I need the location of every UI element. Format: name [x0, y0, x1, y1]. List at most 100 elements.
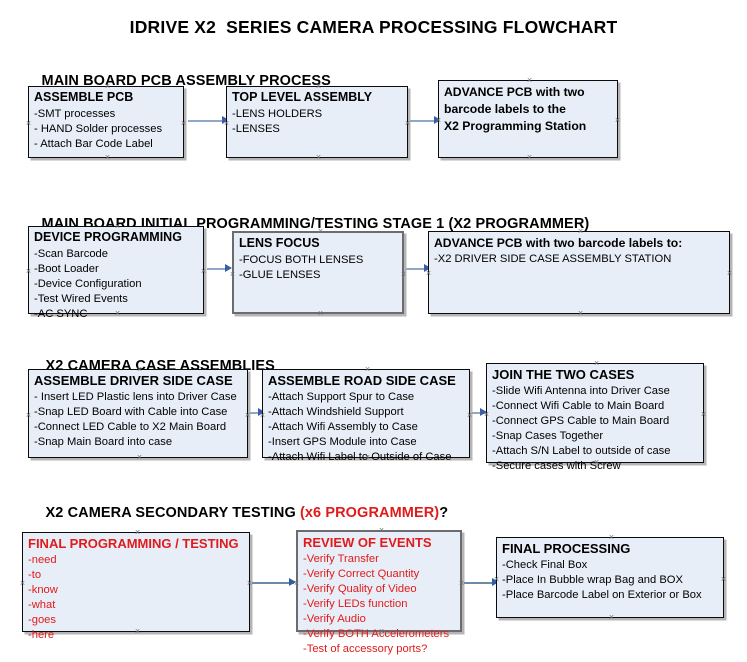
anchor-handle-top [364, 366, 371, 373]
box-title: REVIEW OF EVENTS [303, 535, 432, 550]
anchor-handle-bottom [136, 454, 143, 461]
connector-arrow [472, 412, 487, 414]
box-join-the-two-cases[interactable]: JOIN THE TWO CASES -Slide Wifi Antenna i… [486, 360, 707, 472]
anchor-handle-bottom [317, 310, 324, 317]
box-line: -Verify LEDs function [303, 597, 408, 610]
box-line: -Secure cases with Screw [492, 459, 621, 472]
arrowhead-icon [434, 116, 441, 124]
anchor-handle-top [526, 77, 533, 84]
box-assemble-road-side-case[interactable]: ASSEMBLE ROAD SIDE CASE -Attach Support … [262, 366, 470, 463]
box-top-level-assembly[interactable]: TOP LEVEL ASSEMBLY -LENS HOLDERS -LENSES [226, 86, 408, 158]
box-advance-pcb-driver-side-station[interactable]: ADVANCE PCB with two barcode labels to: … [428, 231, 730, 314]
section-heading-4-suffix: ? [439, 505, 449, 521]
box-title: FINAL PROGRAMMING / TESTING [28, 536, 239, 551]
box-line: -Place Barcode Label on Exterior or Box [502, 588, 702, 601]
section-heading-1-text: MAIN BOARD PCB ASSEMBLY PROCESS [41, 73, 331, 89]
box-line: -LENSES [232, 122, 280, 135]
arrowhead-icon [289, 578, 296, 586]
anchor-handle-top [593, 360, 600, 367]
section-heading-4-text: X2 CAMERA SECONDARY TESTING [45, 505, 300, 521]
box-line: -Test Wired Events [34, 292, 128, 305]
box-line: -Verify Transfer [303, 552, 379, 565]
connector-arrow [188, 120, 226, 122]
box-line-overflow: -Test of accessory ports? [303, 642, 428, 655]
anchor-handle-bottom [104, 154, 111, 161]
box-line: -Connect LED Cable to X2 Main Board [34, 420, 227, 433]
anchor-handle-bottom [526, 154, 533, 161]
box-line: -Attach S/N Label to outside of case [492, 444, 671, 457]
box-line: -Verify BOTH Accelerometers [303, 627, 450, 640]
box-advance-pcb-programming-station[interactable]: ADVANCE PCB with two barcode labels to t… [438, 80, 618, 158]
box-line: -Snap LED Board with Cable into Case [34, 405, 228, 418]
box-line: -Connect Wifi Cable to Main Board [492, 399, 665, 412]
box-title: DEVICE PROGRAMMING [34, 230, 182, 244]
anchor-handle-left [25, 120, 32, 127]
box-line: -AC SYNC [34, 307, 88, 320]
anchor-handle-left [19, 580, 26, 587]
box-line: -Attach Windshield Support [268, 405, 404, 418]
box-line: -to [28, 568, 42, 581]
anchor-handle-right [700, 411, 707, 418]
box-line: -Place In Bubble wrap Bag and BOX [502, 573, 683, 586]
section-heading-1: MAIN BOARD PCB ASSEMBLY PROCESS [25, 57, 331, 105]
box-line: -Attach Wifi Label to Outside of Case [268, 450, 452, 463]
anchor-handle-right [200, 268, 207, 275]
connector-arrow [410, 120, 438, 122]
box-title: TOP LEVEL ASSEMBLY [232, 90, 373, 104]
box-line: -Insert GPS Module into Case [268, 435, 417, 448]
box-title: ASSEMBLE ROAD SIDE CASE [268, 373, 456, 388]
box-title: ADVANCE PCB with two [444, 85, 585, 99]
box-line: -here [28, 628, 55, 641]
arrowhead-icon [424, 264, 431, 272]
anchor-handle-top [608, 534, 615, 541]
box-line: -Verify Audio [303, 612, 366, 625]
box-line: barcode labels to the [444, 102, 566, 116]
box-line: -Attach Support Spur to Case [268, 390, 415, 403]
connector-arrow [406, 268, 432, 270]
section-heading-4-red: (x6 PROGRAMMER) [299, 505, 440, 521]
box-line: -Connect GPS Cable to Main Board [492, 414, 670, 427]
anchor-handle-right [180, 120, 187, 127]
arrowhead-icon [480, 408, 487, 416]
box-device-programming[interactable]: DEVICE PROGRAMMING -Scan Barcode -Boot L… [25, 226, 207, 320]
box-line: -Attach Wifi Assembly to Case [268, 420, 418, 433]
connector-arrow [252, 582, 294, 584]
box-line: - HAND Solder processes [34, 122, 163, 135]
box-title: ADVANCE PCB with two barcode labels to: [434, 236, 683, 250]
anchor-handle-left [25, 412, 32, 419]
anchor-handle-left [25, 268, 32, 275]
box-line: -Snap Main Board into case [34, 435, 173, 448]
anchor-handle-left [229, 271, 236, 278]
box-review-of-events[interactable]: REVIEW OF EVENTS -Verify Transfer -Verif… [296, 530, 462, 655]
box-title: ASSEMBLE DRIVER SIDE CASE [34, 373, 233, 388]
connector-arrow [250, 412, 265, 414]
connector-arrow [464, 582, 502, 584]
box-title: JOIN THE TWO CASES [492, 367, 635, 382]
arrowhead-icon [225, 264, 232, 272]
box-assemble-pcb[interactable]: ASSEMBLE PCB -SMT processes - HAND Solde… [28, 86, 184, 158]
connector-arrow [207, 268, 229, 270]
box-line: -Boot Loader [34, 262, 99, 275]
box-line: -LENS HOLDERS [232, 107, 323, 120]
box-line: - Attach Bar Code Label [34, 137, 153, 150]
box-final-processing[interactable]: FINAL PROCESSING -Check Final Box -Place… [496, 537, 724, 618]
box-line: -GLUE LENSES [239, 268, 321, 281]
box-final-programming-testing[interactable]: FINAL PROGRAMMING / TESTING -need -to -k… [19, 532, 250, 641]
anchor-handle-bottom [315, 154, 322, 161]
anchor-handle-right [614, 117, 621, 124]
box-line: -what [28, 598, 56, 611]
box-title: ASSEMBLE PCB [34, 90, 134, 104]
box-assemble-driver-side-case[interactable]: ASSEMBLE DRIVER SIDE CASE - Insert LED P… [28, 369, 248, 458]
section-heading-4: X2 CAMERA SECONDARY TESTING (x6 PROGRAMM… [29, 489, 449, 537]
box-line: -Slide Wifi Antenna into Driver Case [492, 384, 670, 397]
box-line: -Scan Barcode [34, 247, 109, 260]
box-line: -Verify Quality of Video [303, 582, 417, 595]
box-line: - Insert LED Plastic lens into Driver Ca… [34, 390, 237, 403]
box-lens-focus[interactable]: LENS FOCUS -FOCUS BOTH LENSES -GLUE LENS… [232, 231, 404, 314]
box-line: -goes [28, 613, 56, 626]
arrowhead-icon [258, 408, 265, 416]
arrowhead-icon [222, 116, 229, 124]
box-line: -Snap Cases Together [492, 429, 604, 442]
box-line: -need [28, 553, 57, 566]
box-line: -FOCUS BOTH LENSES [239, 253, 364, 266]
